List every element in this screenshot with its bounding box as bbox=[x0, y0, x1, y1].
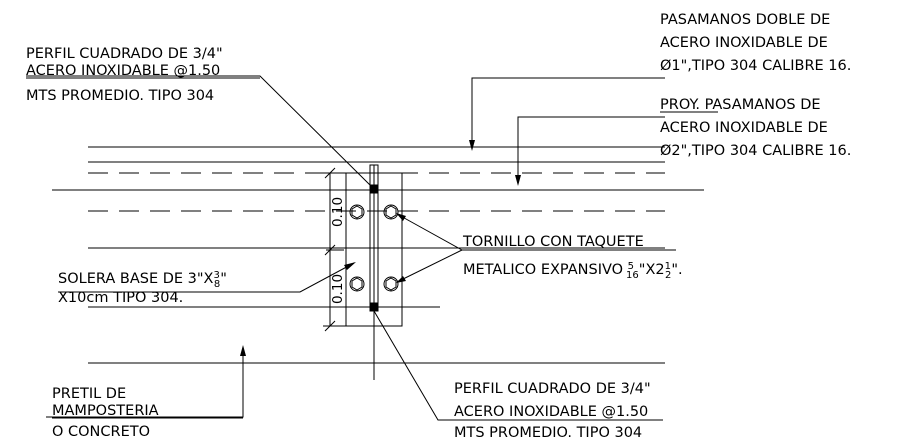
svg-text:ACERO INOXIDABLE DE: ACERO INOXIDABLE DE bbox=[660, 120, 828, 136]
bolt-top-right bbox=[383, 204, 399, 220]
perfil-square-top bbox=[369, 184, 379, 194]
leader-proy-pasamanos bbox=[517, 116, 665, 182]
bolt-bottom-right bbox=[383, 276, 399, 292]
label-perfil-top: PERFIL CUADRADO DE 3/4" ACERO INOXIDABLE… bbox=[26, 46, 223, 104]
leader-perfil-top bbox=[26, 75, 373, 188]
bolts bbox=[349, 204, 399, 292]
leader-pasamanos-doble bbox=[471, 77, 665, 147]
dimension-line bbox=[323, 167, 346, 332]
svg-text:PROY. PASAMANOS DE: PROY. PASAMANOS DE bbox=[660, 97, 821, 113]
bolt-bottom-left bbox=[349, 276, 365, 292]
svg-text:PERFIL CUADRADO DE 3/4": PERFIL CUADRADO DE 3/4" bbox=[454, 381, 651, 397]
leader-solera bbox=[58, 262, 355, 293]
dimension-lower: 0.10 bbox=[330, 274, 346, 304]
svg-text:SOLERA BASE DE 3"X38": SOLERA BASE DE 3"X38" bbox=[58, 270, 227, 290]
label-pasamanos-doble: PASAMANOS DOBLE DE ACERO INOXIDABLE DE Ø… bbox=[660, 12, 851, 74]
svg-text:MAMPOSTERIA: MAMPOSTERIA bbox=[52, 403, 159, 419]
svg-text:MTS PROMEDIO. TIPO 304: MTS PROMEDIO. TIPO 304 bbox=[26, 88, 214, 104]
svg-text:Ø1",TIPO 304 CALIBRE 16.: Ø1",TIPO 304 CALIBRE 16. bbox=[660, 58, 851, 74]
arrow-pretil bbox=[240, 345, 246, 356]
svg-text:TORNILLO CON TAQUETE: TORNILLO CON TAQUETE bbox=[462, 234, 644, 250]
svg-text:MTS PROMEDIO. TIPO 304: MTS PROMEDIO. TIPO 304 bbox=[454, 425, 642, 440]
arrow-proy-pasamanos bbox=[515, 175, 521, 186]
svg-text:ACERO INOXIDABLE DE: ACERO INOXIDABLE DE bbox=[660, 35, 828, 51]
svg-text:O CONCRETO: O CONCRETO bbox=[52, 424, 150, 440]
arrow-solera bbox=[344, 262, 356, 270]
perfil-square-bottom bbox=[369, 302, 379, 312]
arrow-tornillo-lower bbox=[396, 276, 406, 283]
svg-text:PERFIL CUADRADO DE 3/4": PERFIL CUADRADO DE 3/4" bbox=[26, 46, 223, 62]
arrow-pasamanos-doble bbox=[469, 140, 475, 151]
base-plate-assembly bbox=[345, 164, 403, 380]
arrow-tornillo-upper bbox=[396, 213, 406, 221]
svg-text:PASAMANOS DOBLE DE: PASAMANOS DOBLE DE bbox=[660, 12, 830, 28]
arrowheads bbox=[240, 140, 521, 356]
leader-pretil bbox=[46, 349, 244, 418]
label-underlines bbox=[26, 77, 718, 421]
svg-text:ACERO INOXIDABLE @1.50: ACERO INOXIDABLE @1.50 bbox=[454, 404, 648, 420]
label-perfil-bottom: PERFIL CUADRADO DE 3/4" ACERO INOXIDABLE… bbox=[454, 381, 651, 440]
label-pretil: PRETIL DE MAMPOSTERIA O CONCRETO bbox=[52, 386, 159, 440]
leader-tornillo-lower bbox=[396, 249, 463, 283]
svg-text:Ø2",TIPO 304 CALIBRE 16.: Ø2",TIPO 304 CALIBRE 16. bbox=[660, 143, 851, 159]
svg-text:ACERO INOXIDABLE @1.50: ACERO INOXIDABLE @1.50 bbox=[26, 63, 220, 79]
bolt-top-left bbox=[349, 204, 365, 220]
label-tornillo: TORNILLO CON TAQUETE METALICO EXPANSIVO … bbox=[462, 234, 683, 281]
svg-text:X10cm TIPO 304.: X10cm TIPO 304. bbox=[58, 290, 183, 306]
svg-text:PRETIL DE: PRETIL DE bbox=[52, 386, 126, 402]
label-proy-pasamanos: PROY. PASAMANOS DE ACERO INOXIDABLE DE Ø… bbox=[660, 97, 851, 159]
dimension-upper: 0.10 bbox=[330, 197, 346, 227]
